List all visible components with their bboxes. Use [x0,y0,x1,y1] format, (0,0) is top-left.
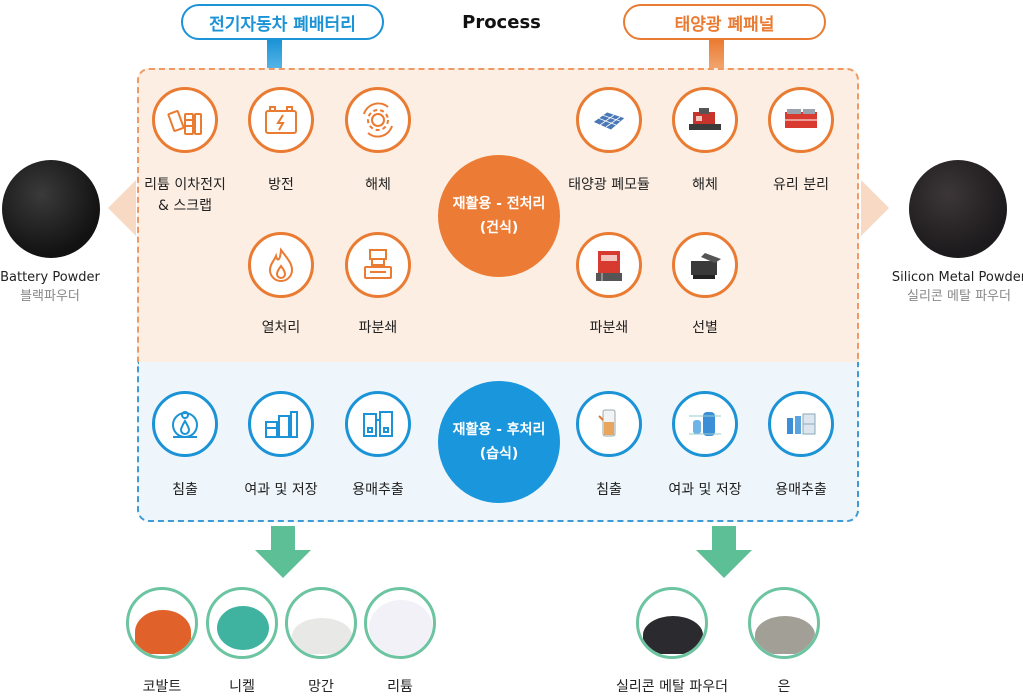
extraction-plant-icon [768,391,834,457]
solar-panel-icon [576,87,642,153]
ev-wet-2-label: 여과 및 저장 [244,482,318,498]
ev-step-1-line2: & 스크랩 [157,198,212,214]
dry-core-line1: 재활용 - 전처리 [452,196,546,212]
battery-powder-label: Battery Powder 블랙파우더 [0,268,120,306]
ev-step-1-label: 리튬 이차전지 & 스크랩 [125,175,245,217]
silicon-powder-name-en: Silicon Metal Powder [891,270,1023,285]
ev-step-2-label: 방전 [268,177,294,193]
leaching-tank-icon [152,391,218,457]
lithium-powder-image [364,587,436,659]
filter-storage-icon [248,391,314,457]
cobalt-powder-image [126,587,198,659]
nickel-powder-image [206,587,278,659]
cobalt-label: 코발트 [142,679,182,695]
ev-wet-1-label: 침출 [172,482,198,498]
flame-icon [248,232,314,298]
solar-step-5-label: 선별 [692,320,718,336]
battery-powder-image [2,160,100,258]
silicon-powder-name-ko: 실리콘 메탈 파우더 [907,289,1011,304]
battery-powder-name-en: Battery Powder [0,270,100,285]
nickel-label: 니켈 [229,679,255,695]
wet-core-line1: 재활용 - 후처리 [452,422,546,438]
wet-core-line2: (습식) [479,446,519,462]
wet-posttreatment-core: 재활용 - 후처리 (습식) [438,381,560,503]
solar-wet-2-label: 여과 및 저장 [668,482,742,498]
glass-separator-icon [768,87,834,153]
ev-step-4-label: 열처리 [261,320,301,336]
ev-down-arrow-icon [255,526,311,578]
dismantling-machine-icon [672,87,738,153]
battery-cells-icon [152,87,218,153]
filter-tanks-icon [672,391,738,457]
silicon-powder-image [909,160,1007,258]
car-battery-icon [248,87,314,153]
solar-wet-3-label: 용매추출 [775,482,827,498]
page-title: Process [462,12,541,33]
ev-connector [267,40,282,68]
ev-step-1-line1: 리튬 이차전지 [144,177,226,193]
silver-label: 은 [777,679,791,695]
solar-step-1-label: 태양광 폐모듈 [568,177,650,193]
leaching-column-icon [576,391,642,457]
right-chevron-icon [861,180,889,236]
solar-panel-pill: 태양광 폐패널 [623,4,826,40]
solar-step-4-label: 파분쇄 [589,320,629,336]
solar-step-2-label: 해체 [692,177,718,193]
solar-connector [709,40,724,68]
solar-step-3-label: 유리 분리 [773,177,829,193]
manganese-powder-image [285,587,357,659]
ev-step-3-label: 해체 [365,177,391,193]
dry-core-line2: (건식) [479,220,519,236]
manganese-label: 망간 [308,679,334,695]
solvent-extraction-icon [345,391,411,457]
silicon-powder-label: Silicon Metal Powder 실리콘 메탈 파우더 [889,268,1023,306]
battery-powder-name-ko: 블랙파우더 [20,289,80,304]
silver-powder-image [748,587,820,659]
solar-wet-1-label: 침출 [596,482,622,498]
ev-wet-3-label: 용매추출 [352,482,404,498]
solar-down-arrow-icon [696,526,752,578]
ev-step-5-label: 파분쇄 [358,320,398,336]
shredder-machine-icon [576,232,642,298]
ev-battery-pill: 전기자동차 폐배터리 [181,4,384,40]
lithium-label: 리튬 [387,679,413,695]
gear-cycle-icon [345,87,411,153]
crusher-icon [345,232,411,298]
silicon-metal-label: 실리콘 메탈 파우더 [616,679,728,695]
silicon-metal-powder-image [636,587,708,659]
dry-pretreatment-core: 재활용 - 전처리 (건식) [438,155,560,277]
left-chevron-icon [108,180,136,236]
sorting-machine-icon [672,232,738,298]
